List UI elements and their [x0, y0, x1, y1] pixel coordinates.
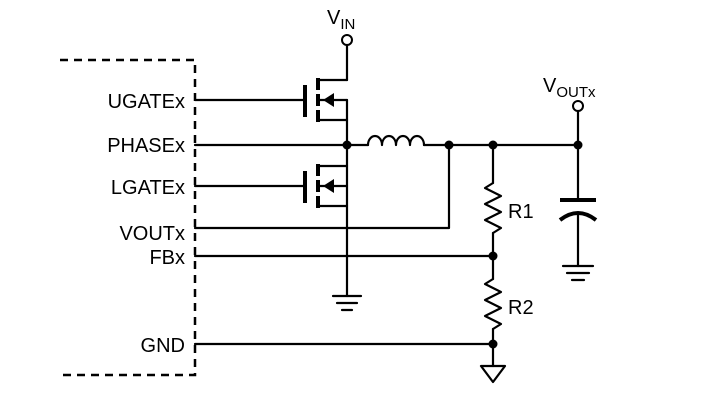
pin-label-ugate: UGATEx — [108, 91, 185, 113]
resistor-r1 — [483, 181, 503, 235]
pin-label-vout: VOUTx — [119, 223, 185, 245]
pin-label-fb: FBx — [149, 247, 185, 269]
pin-label-lgate: LGATEx — [111, 177, 185, 199]
gnd-node-dot — [488, 339, 498, 349]
lower-mosfet — [193, 143, 349, 298]
vout-sense-wire — [193, 143, 451, 230]
inductor — [366, 134, 426, 147]
pin-label-phase: PHASEx — [107, 135, 185, 157]
fb-node-dot — [488, 251, 498, 261]
mosfet-ground-symbol — [331, 294, 363, 312]
pin-label-gnd: GND — [141, 335, 185, 357]
resistor-r2 — [483, 277, 503, 331]
ground-triangle-symbol — [479, 364, 507, 384]
vin-label: VIN — [327, 7, 355, 33]
output-capacitor — [558, 143, 598, 282]
voutx-label: VOUTx — [543, 75, 596, 101]
voutx-terminal — [572, 100, 584, 112]
upper-mosfet — [193, 78, 349, 147]
r1-label: R1 — [508, 201, 534, 223]
r2-label: R2 — [508, 297, 534, 319]
vin-terminal — [341, 34, 353, 46]
phase-node-dot — [342, 140, 352, 150]
